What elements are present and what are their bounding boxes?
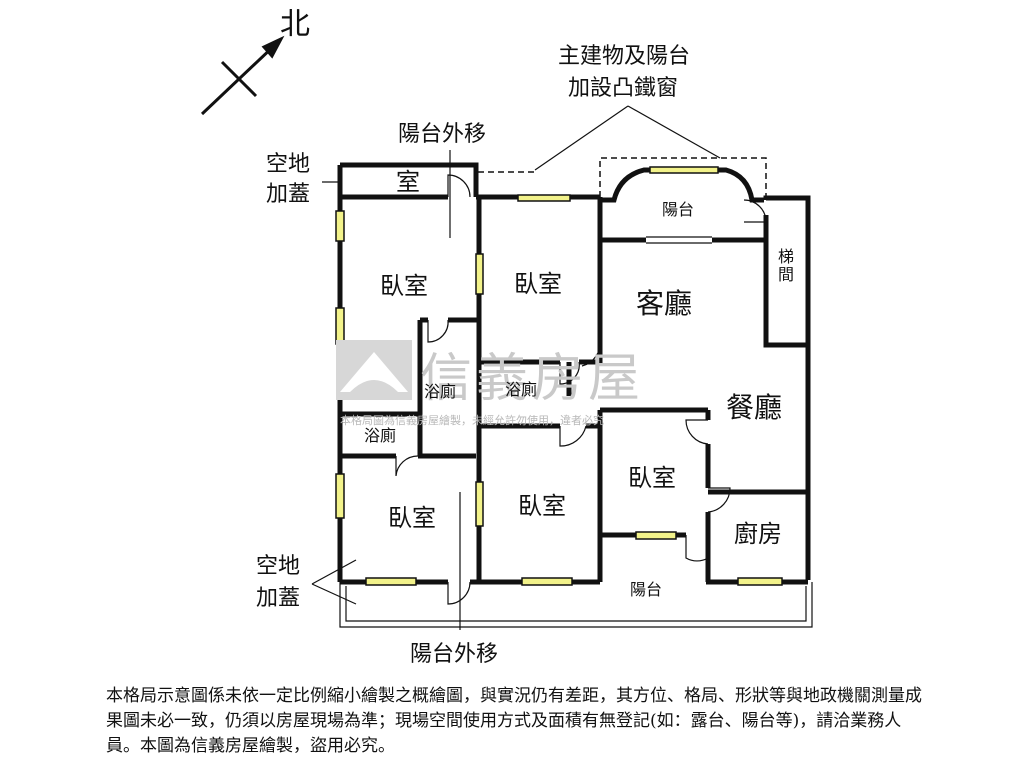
iron-window-note-line2: 加設凸鐵窗 [568,76,679,101]
balcony-railings [339,582,813,628]
room-label-living-room: 客廳 [636,287,693,320]
balcony-moved-note-top: 陽台外移 [398,122,487,147]
windows [335,166,783,586]
watermark-brand: 信義房屋 [420,349,645,409]
north-label: 北 [280,7,310,42]
room-label-stairwell: 梯間 [775,248,794,284]
watermark-notice: 本格局圖為信義房屋繪製，未經允許勿使用，違者必究 [340,414,604,427]
room-label-bath-3: 浴廁 [364,426,397,445]
room-label-kitchen: 廚房 [734,520,782,548]
room-label-bedroom-5: 臥室 [628,464,676,492]
balcony-moved-note-bottom: 陽台外移 [410,642,499,667]
vacant-land-note-bottom-line1: 空地 [256,554,301,579]
room-label-bath-1: 浴廁 [424,382,457,401]
room-label-bedroom-4: 臥室 [518,492,566,520]
annotation-leader-lines [311,105,721,630]
room-label-bedroom-1: 臥室 [380,272,428,300]
vacant-land-note-top-line1: 空地 [266,152,311,177]
room-label-balcony-top: 陽台 [662,200,695,219]
iron-window-note-line1: 主建物及陽台 [558,44,691,69]
vacant-land-note-bottom-line2: 加蓋 [256,586,301,611]
room-label-dining-room: 餐廳 [726,391,783,424]
room-label-bedroom-3: 臥室 [388,504,436,532]
doors [395,174,767,605]
watermark-logo-icon [336,340,412,400]
room-label-top-strip: 室 [396,168,420,196]
room-label-bath-2: 浴廁 [505,380,538,399]
north-arrow-icon [200,35,285,116]
iron-window-outline [478,157,767,200]
room-label-bedroom-2: 臥室 [514,270,562,298]
vacant-land-note-top-line2: 加蓋 [266,182,311,207]
disclaimer-text: 本格局示意圖係未依一定比例縮小繪製之概繪圖，與實況仍有差距，其方位、格局、形狀等… [106,686,922,756]
sliding-opening [646,236,712,244]
room-label-balcony-bottom: 陽台 [630,580,663,599]
